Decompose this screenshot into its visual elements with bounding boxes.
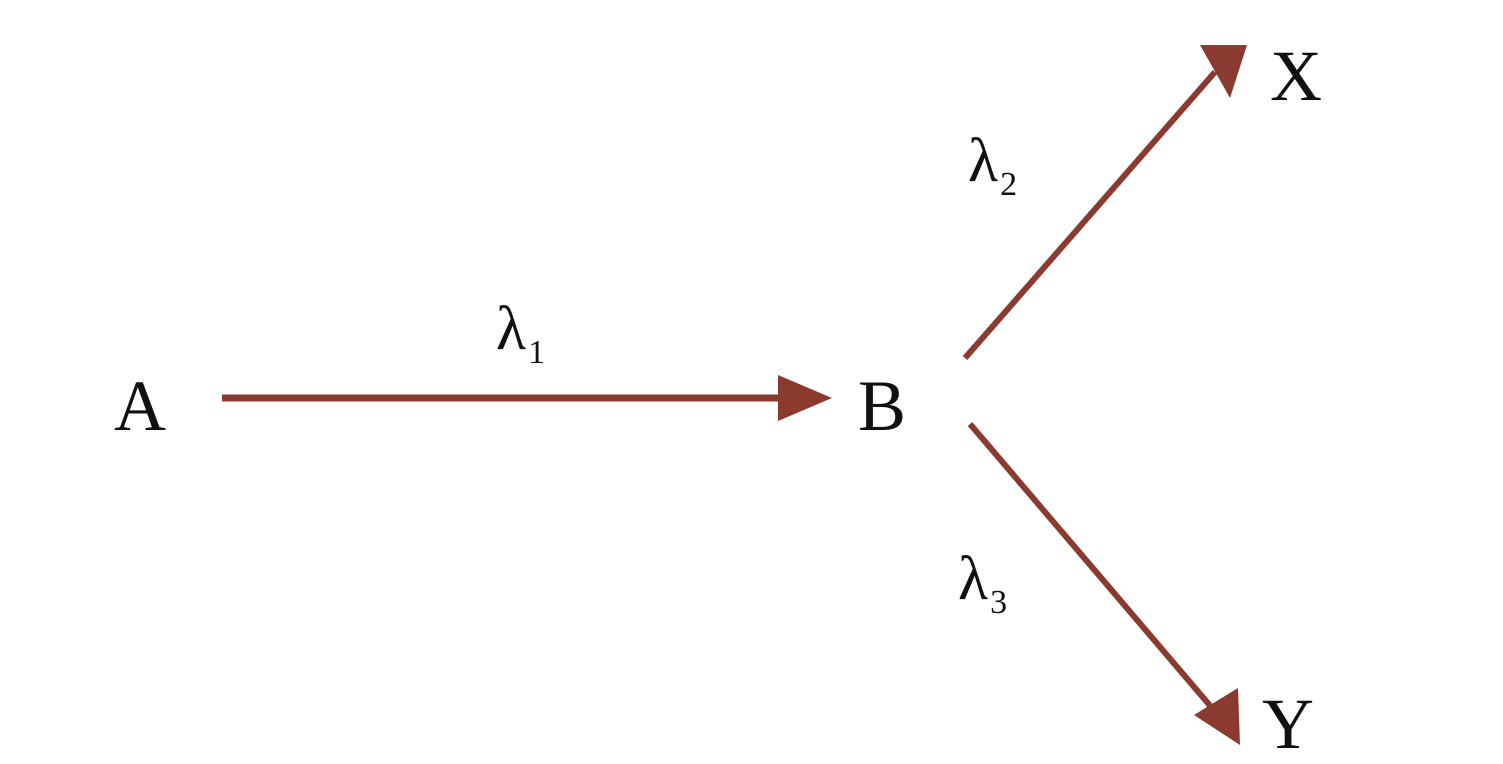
- node-b: B: [858, 366, 907, 446]
- node-a: A: [114, 366, 166, 446]
- lambda-symbol: λ: [958, 545, 989, 613]
- lambda-subscript: 1: [528, 334, 546, 371]
- arrow-b-to-y: [967, 422, 1240, 745]
- lambda-subscript: 2: [1000, 166, 1018, 203]
- arrow-a-to-b: [222, 375, 832, 421]
- arrow-b-to-x: [962, 45, 1247, 360]
- node-y: Y: [1262, 684, 1314, 764]
- node-x: X: [1270, 36, 1322, 116]
- lambda-symbol: λ: [496, 295, 527, 363]
- lambda-subscript: 3: [990, 584, 1008, 621]
- rate-label-lambda-3: λ3: [958, 548, 1007, 620]
- lambda-symbol: λ: [968, 127, 999, 195]
- rate-label-lambda-1: λ1: [496, 298, 545, 370]
- rate-label-lambda-2: λ2: [968, 130, 1017, 202]
